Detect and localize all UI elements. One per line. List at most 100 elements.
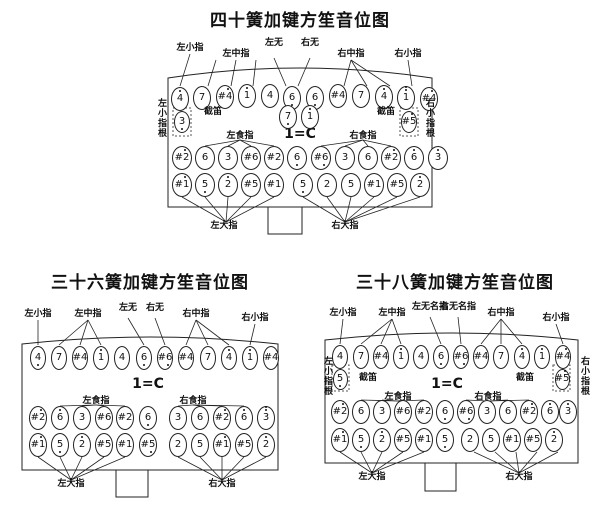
bottom-key[interactable]: 5 bbox=[436, 428, 454, 452]
mid-key[interactable]: #2 bbox=[415, 400, 433, 424]
bottom-key[interactable]: #1 bbox=[172, 173, 192, 197]
mid-key[interactable]: 6 bbox=[191, 406, 209, 430]
mid-key[interactable]: #2 bbox=[172, 146, 192, 170]
top-key[interactable]: 7 bbox=[493, 345, 509, 369]
inner-key[interactable]: 1 bbox=[301, 105, 319, 129]
bottom-key[interactable]: #5 bbox=[241, 173, 261, 197]
mid-key[interactable]: 3 bbox=[335, 146, 355, 170]
top-key[interactable]: #6 bbox=[157, 346, 173, 370]
mid-key[interactable]: #6 bbox=[95, 406, 113, 430]
bottom-key[interactable]: #1 bbox=[29, 433, 47, 457]
bottom-key[interactable]: #5 bbox=[524, 428, 542, 452]
mid-key[interactable]: #2 bbox=[213, 406, 231, 430]
mid-key[interactable]: 6 bbox=[499, 400, 517, 424]
mid-key[interactable]: #2 bbox=[264, 146, 284, 170]
top-key[interactable]: 1 bbox=[93, 346, 109, 370]
top-key[interactable]: #4 bbox=[216, 85, 234, 109]
top-key[interactable]: 4 bbox=[332, 345, 348, 369]
bottom-key[interactable]: 2 bbox=[73, 433, 91, 457]
bottom-key[interactable]: #5 bbox=[139, 433, 157, 457]
bottom-key[interactable]: 2 bbox=[218, 173, 238, 197]
top-key[interactable]: #4 bbox=[329, 84, 347, 108]
top-key[interactable]: #4 bbox=[72, 346, 88, 370]
top-key[interactable]: 4 bbox=[261, 84, 279, 108]
bottom-key[interactable]: #5 bbox=[394, 428, 412, 452]
top-key[interactable]: #4 bbox=[373, 345, 389, 369]
mid-key[interactable]: 3 bbox=[373, 400, 391, 424]
mid-key[interactable]: 6 bbox=[541, 400, 559, 424]
top-key[interactable]: #4 bbox=[473, 345, 489, 369]
bottom-key[interactable]: 2 bbox=[373, 428, 391, 452]
top-key[interactable]: 1 bbox=[534, 345, 550, 369]
top-key[interactable]: 4 bbox=[30, 346, 46, 370]
top-key[interactable]: 4 bbox=[375, 85, 393, 109]
top-key[interactable]: #6 bbox=[453, 345, 469, 369]
bottom-key[interactable]: #1 bbox=[331, 428, 349, 452]
mid-key[interactable]: #2 bbox=[331, 400, 349, 424]
top-key[interactable]: 4 bbox=[221, 346, 237, 370]
top-key[interactable]: #4 bbox=[555, 345, 571, 369]
bottom-key[interactable]: 2 bbox=[169, 433, 187, 457]
bottom-key[interactable]: #1 bbox=[364, 173, 384, 197]
mid-key[interactable]: 3 bbox=[559, 400, 577, 424]
bottom-key[interactable]: #1 bbox=[213, 433, 231, 457]
top-key[interactable]: 1 bbox=[397, 86, 415, 110]
top-key[interactable]: 4 bbox=[514, 345, 530, 369]
mid-key[interactable]: 6 bbox=[404, 146, 424, 170]
bottom-key[interactable]: 5 bbox=[293, 173, 313, 197]
mid-key[interactable]: 3 bbox=[218, 146, 238, 170]
top-key[interactable]: 7 bbox=[51, 346, 67, 370]
mid-key[interactable]: 3 bbox=[257, 406, 275, 430]
mid-key[interactable]: #6 bbox=[457, 400, 475, 424]
mid-key[interactable]: #2 bbox=[381, 146, 401, 170]
mid-key[interactable]: 6 bbox=[195, 146, 215, 170]
top-key[interactable]: 6 bbox=[433, 345, 449, 369]
bottom-key[interactable]: 5 bbox=[352, 428, 370, 452]
top-key[interactable]: #4 bbox=[263, 346, 279, 370]
bottom-key[interactable]: 2 bbox=[461, 428, 479, 452]
bottom-key[interactable]: 5 bbox=[195, 173, 215, 197]
mid-key[interactable]: 6 bbox=[358, 146, 378, 170]
top-key[interactable]: #4 bbox=[420, 87, 438, 111]
bottom-key[interactable]: 5 bbox=[482, 428, 500, 452]
bottom-key[interactable]: 2 bbox=[410, 173, 430, 197]
side-key-right[interactable]: #5 bbox=[554, 368, 570, 390]
bottom-key[interactable]: #5 bbox=[95, 433, 113, 457]
bottom-key[interactable]: 2 bbox=[317, 173, 337, 197]
bottom-key[interactable]: #5 bbox=[387, 173, 407, 197]
mid-key[interactable]: #2 bbox=[520, 400, 538, 424]
bottom-key[interactable]: #1 bbox=[116, 433, 134, 457]
top-key[interactable]: 1 bbox=[393, 345, 409, 369]
bottom-key[interactable]: 5 bbox=[341, 173, 361, 197]
inner-key[interactable]: 7 bbox=[279, 105, 297, 129]
top-key[interactable]: 4 bbox=[171, 87, 189, 111]
top-key[interactable]: 7 bbox=[193, 86, 211, 110]
side-key-left[interactable]: 3 bbox=[174, 111, 190, 133]
mid-key[interactable]: 3 bbox=[478, 400, 496, 424]
mid-key[interactable]: #2 bbox=[29, 406, 47, 430]
bottom-key[interactable]: #1 bbox=[503, 428, 521, 452]
bottom-key[interactable]: 5 bbox=[191, 433, 209, 457]
mid-key[interactable]: 6 bbox=[352, 400, 370, 424]
top-key[interactable]: 6 bbox=[136, 346, 152, 370]
mid-key[interactable]: 6 bbox=[235, 406, 253, 430]
mid-key[interactable]: 6 bbox=[436, 400, 454, 424]
top-key[interactable]: #4 bbox=[178, 346, 194, 370]
mid-key[interactable]: #6 bbox=[311, 146, 331, 170]
mid-key[interactable]: #2 bbox=[116, 406, 134, 430]
side-key-left[interactable]: 5 bbox=[332, 368, 348, 390]
mid-key[interactable]: 3 bbox=[169, 406, 187, 430]
top-key[interactable]: 1 bbox=[242, 346, 258, 370]
top-key[interactable]: 7 bbox=[200, 346, 216, 370]
top-key[interactable]: 1 bbox=[238, 84, 256, 108]
mid-key[interactable]: 3 bbox=[428, 146, 448, 170]
top-key[interactable]: 7 bbox=[353, 345, 369, 369]
bottom-key[interactable]: #1 bbox=[264, 173, 284, 197]
bottom-key[interactable]: #5 bbox=[235, 433, 253, 457]
top-key[interactable]: 4 bbox=[114, 346, 130, 370]
mid-key[interactable]: 6 bbox=[139, 406, 157, 430]
mid-key[interactable]: 3 bbox=[73, 406, 91, 430]
side-key-right[interactable]: #5 bbox=[401, 111, 417, 133]
bottom-key[interactable]: 5 bbox=[51, 433, 69, 457]
top-key[interactable]: 7 bbox=[352, 84, 370, 108]
